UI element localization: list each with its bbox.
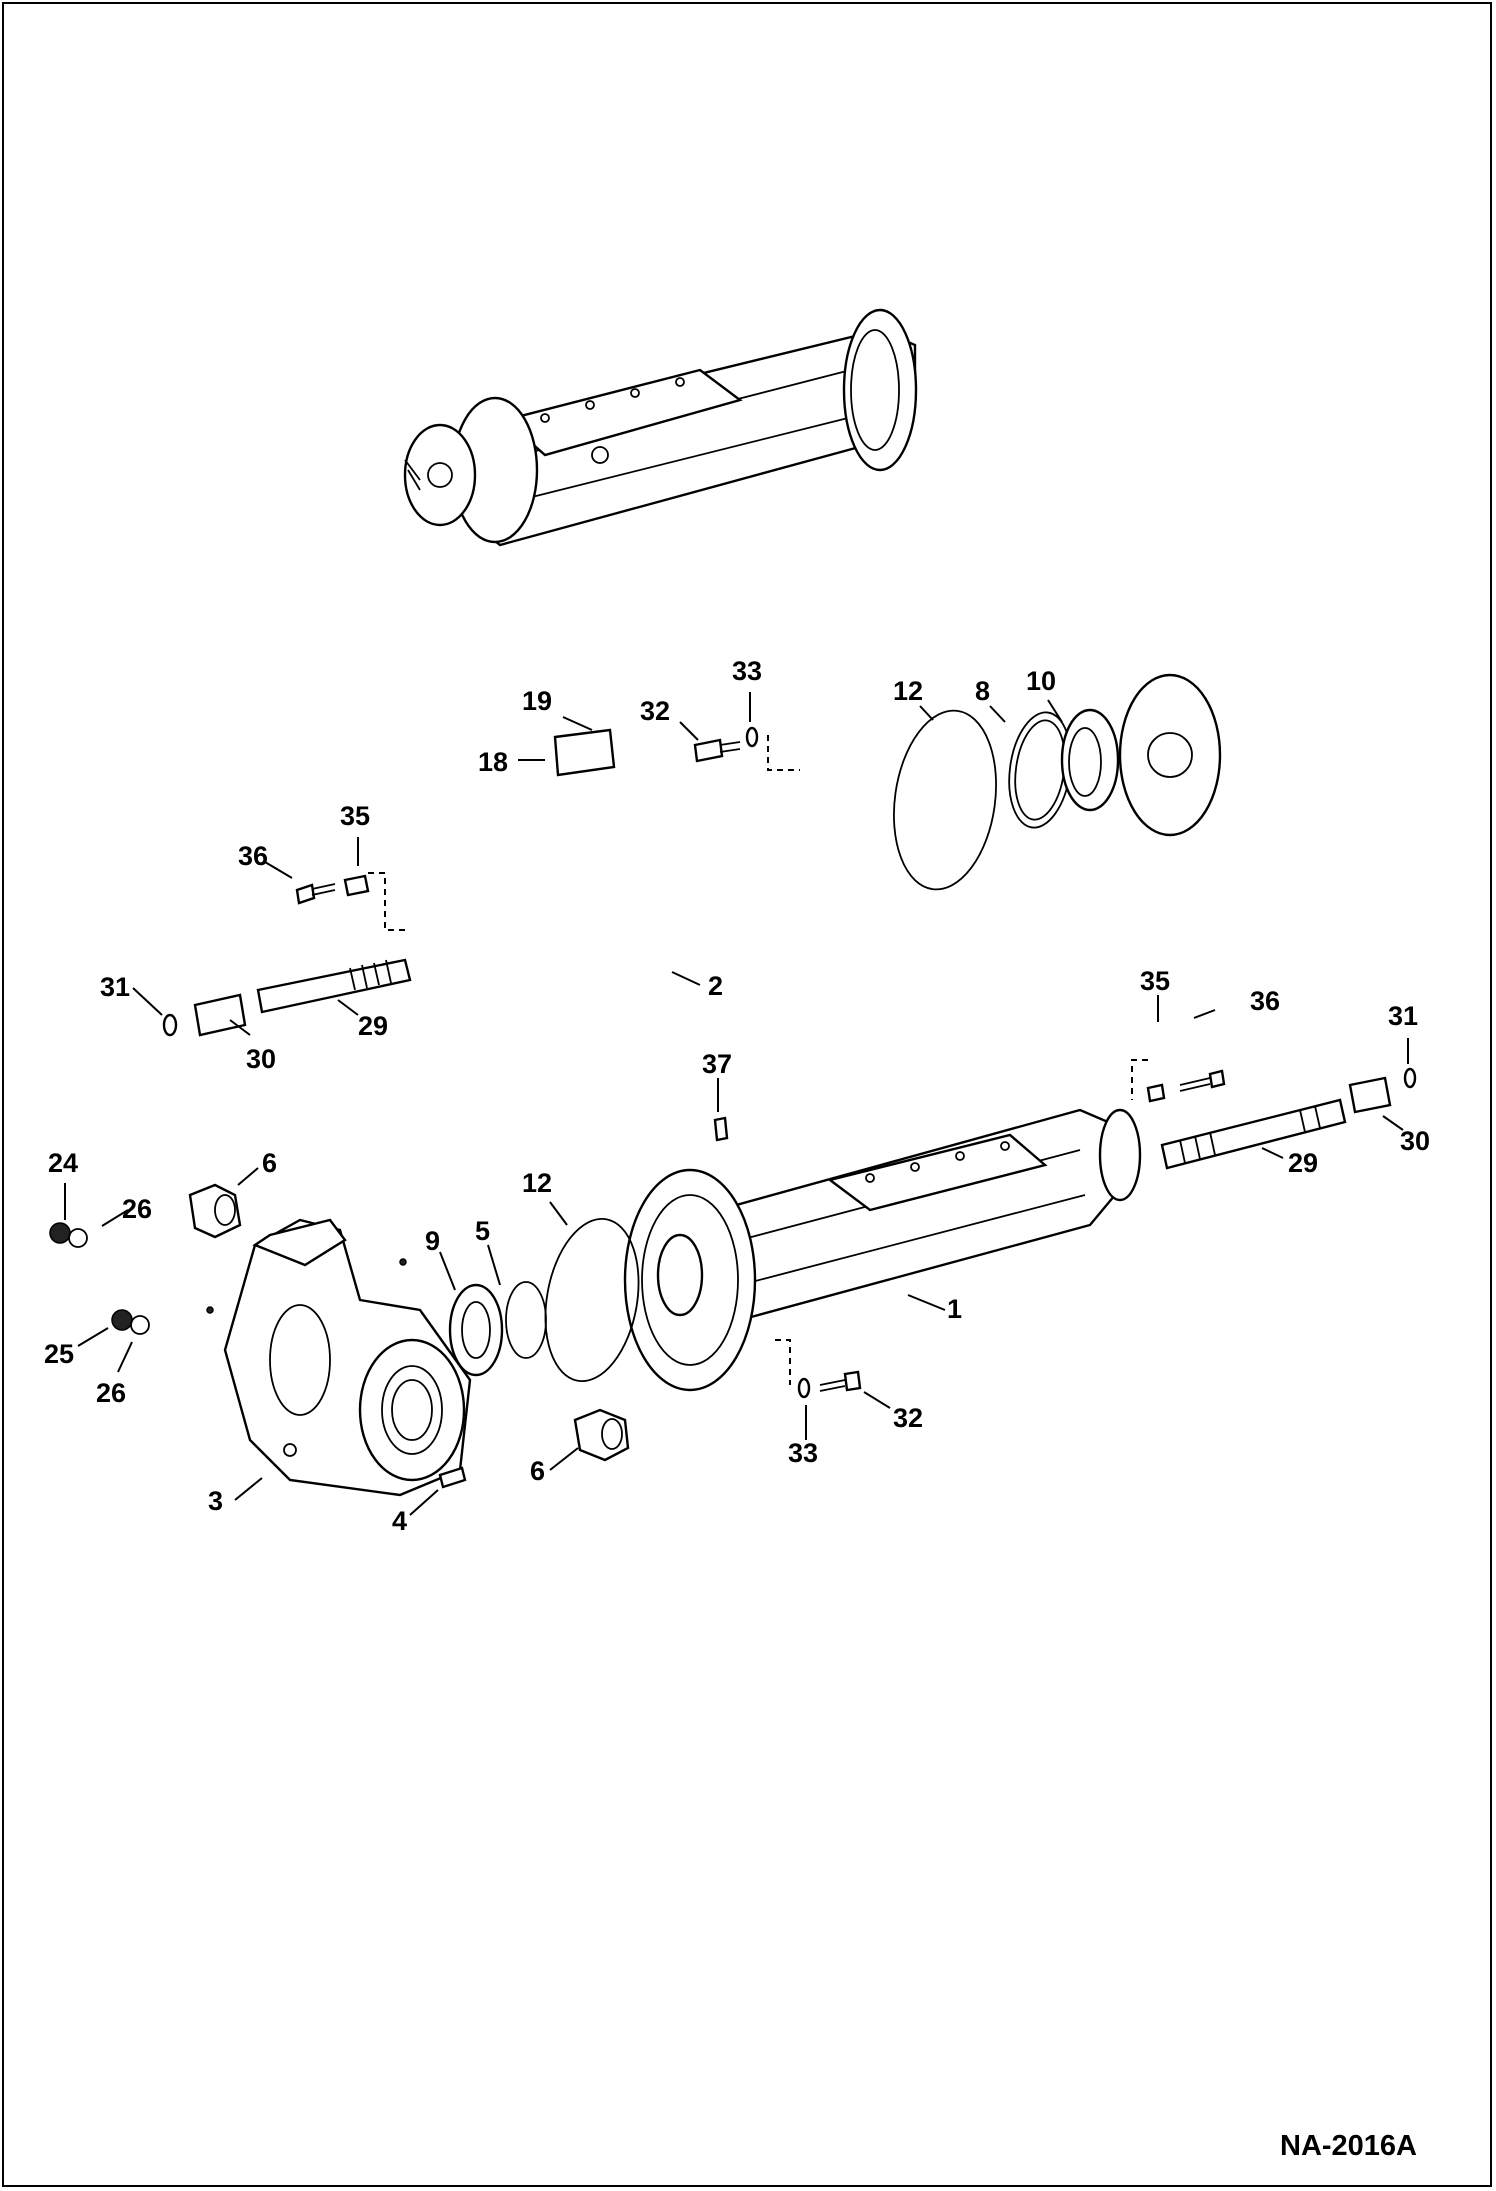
bolt-32-upper [693, 726, 800, 771]
fitting-25 [111, 1309, 150, 1335]
callout-10: 10 [1026, 666, 1056, 696]
axle-housing-upper [403, 308, 918, 547]
axle-shaft-lower [1160, 1067, 1417, 1170]
bolt-36-lower [1131, 1059, 1226, 1103]
callout-6-upper: 6 [262, 1148, 277, 1178]
callout-3: 3 [208, 1486, 223, 1516]
decal-plate [553, 728, 616, 777]
axle-housing-lower [623, 1108, 1142, 1392]
dot-marker [399, 1258, 407, 1266]
callout-33-lower: 33 [788, 1438, 818, 1468]
callout-19: 19 [522, 686, 552, 716]
callout-2: 2 [708, 971, 723, 1001]
callouts: 19 18 32 33 12 8 10 35 36 31 30 29 2 35 … [44, 656, 1430, 1536]
lower-seals [448, 1217, 640, 1383]
upper-right-seals [893, 673, 1222, 891]
axle-shaft-upper [162, 958, 412, 1037]
callout-31-upper: 31 [100, 972, 130, 1002]
figure-id: NA-2016A [1280, 2130, 1417, 2162]
callout-26-upper: 26 [122, 1194, 152, 1224]
bushing-6-upper [188, 1183, 242, 1239]
bolt-36-upper [295, 872, 410, 931]
steering-housing-3 [223, 1218, 472, 1497]
callout-24: 24 [48, 1148, 78, 1178]
stud-4 [438, 1466, 467, 1489]
fitting-24 [49, 1222, 88, 1248]
callout-6-lower: 6 [530, 1456, 545, 1486]
callout-1: 1 [947, 1294, 962, 1324]
callout-33-upper: 33 [732, 656, 762, 686]
bushing-6-lower [573, 1408, 630, 1462]
callout-29-lower: 29 [1288, 1148, 1318, 1178]
callout-35-lower: 35 [1140, 966, 1170, 996]
callout-36-lower: 36 [1250, 986, 1280, 1016]
dot-marker [206, 1306, 214, 1314]
callout-5: 5 [475, 1216, 490, 1246]
callout-35-upper: 35 [340, 801, 370, 831]
callout-31-lower: 31 [1388, 1001, 1418, 1031]
callout-37: 37 [702, 1049, 732, 1079]
callout-12-lower: 12 [522, 1168, 552, 1198]
callout-36-upper: 36 [238, 841, 268, 871]
callout-9: 9 [425, 1226, 440, 1256]
callout-26-lower: 26 [96, 1378, 126, 1408]
callout-30-upper: 30 [246, 1044, 276, 1074]
callout-4: 4 [392, 1506, 407, 1536]
callout-29-upper: 29 [358, 1011, 388, 1041]
callout-30-lower: 30 [1400, 1126, 1430, 1156]
callout-32-upper: 32 [640, 696, 670, 726]
callout-8: 8 [975, 676, 990, 706]
callout-12-upper: 12 [893, 676, 923, 706]
callout-32-lower: 32 [893, 1403, 923, 1433]
callout-25: 25 [44, 1339, 74, 1369]
leader-lines [64, 692, 1409, 1516]
callout-18: 18 [478, 747, 508, 777]
bolt-32-lower [775, 1339, 862, 1399]
breather-37 [713, 1116, 729, 1142]
